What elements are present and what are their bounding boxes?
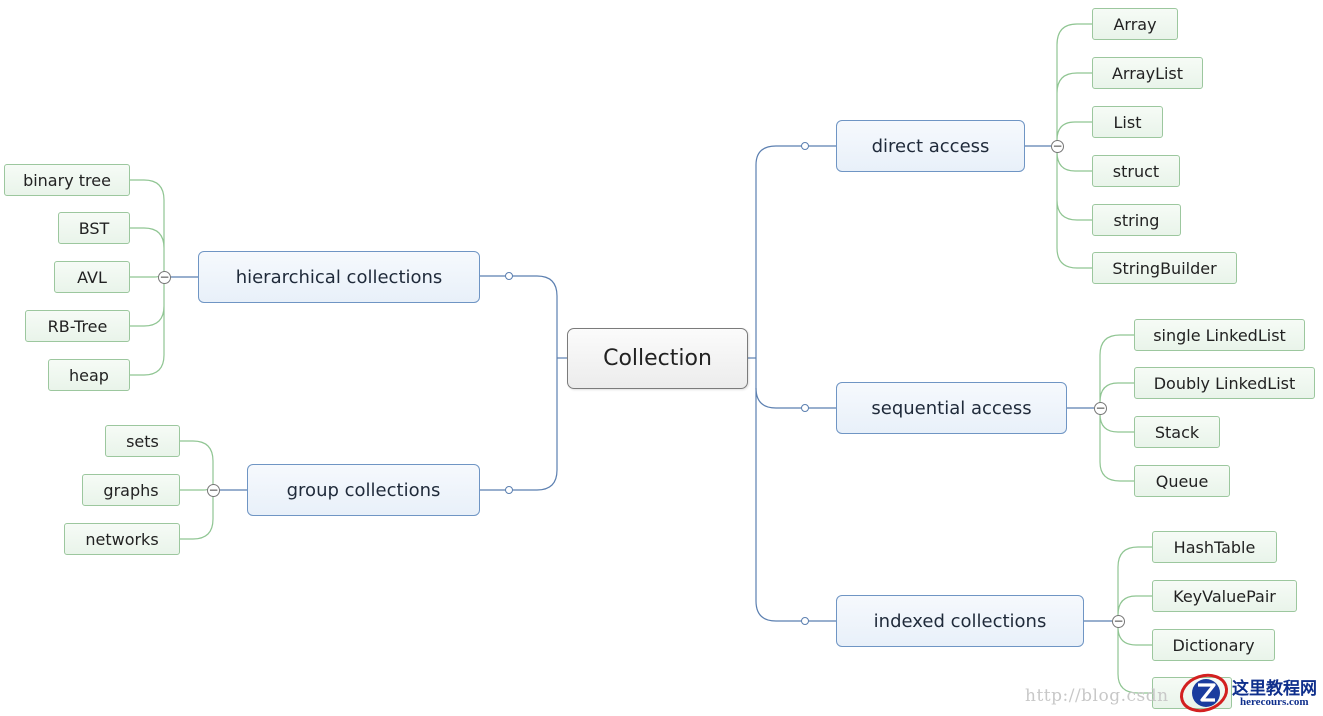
collapse-toggle-group[interactable]: −: [207, 483, 220, 497]
z-letter-logo-icon: [1180, 673, 1228, 713]
branch-group-collections[interactable]: group collections: [247, 464, 480, 516]
leaf-label: Array: [1113, 14, 1157, 34]
leaf-struct[interactable]: struct: [1092, 155, 1180, 187]
branch-label: sequential access: [871, 397, 1032, 419]
leaf-array[interactable]: Array: [1092, 8, 1178, 40]
leaf-binary-tree[interactable]: binary tree: [4, 164, 130, 196]
leaf-label: ArrayList: [1111, 63, 1184, 83]
branch-anchor-dot: [801, 617, 809, 625]
leaf-label: Stack: [1154, 422, 1200, 442]
collapse-toggle-direct-access[interactable]: −: [1051, 139, 1064, 153]
logo-chinese-text: 这里教程网: [1232, 679, 1317, 699]
leaf-stack[interactable]: Stack: [1134, 416, 1220, 448]
leaf-label: struct: [1112, 161, 1160, 181]
logo-url-text: herecours.com: [1240, 696, 1309, 708]
branch-anchor-dot: [505, 486, 513, 494]
leaf-hashtable[interactable]: HashTable: [1152, 531, 1277, 563]
connector-to-direct-access: [755, 145, 836, 166]
leaf-label: Dictionary: [1172, 635, 1255, 655]
leaf-sets[interactable]: sets: [105, 425, 180, 457]
leaf-label: single LinkedList: [1153, 325, 1286, 345]
leaf-label: graphs: [103, 480, 159, 500]
leaf-label: networks: [85, 529, 159, 549]
leaf-heap[interactable]: heap: [48, 359, 130, 391]
leaf-label: RB-Tree: [47, 316, 108, 336]
root-label: Collection: [603, 346, 712, 371]
leaf-doubly-linkedlist[interactable]: Doubly LinkedList: [1134, 367, 1315, 399]
leaf-avl[interactable]: AVL: [54, 261, 130, 293]
branch-hierarchical-collections[interactable]: hierarchical collections: [198, 251, 480, 303]
leaf-queue[interactable]: Queue: [1134, 465, 1230, 497]
branch-sequential-access[interactable]: sequential access: [836, 382, 1067, 434]
collapse-toggle-hierarchical[interactable]: −: [158, 270, 171, 284]
connector-to-hierarchical: [480, 275, 558, 297]
collapse-toggle-sequential-access[interactable]: −: [1094, 401, 1107, 415]
branch-direct-access[interactable]: direct access: [836, 120, 1025, 172]
leaf-single-linkedlist[interactable]: single LinkedList: [1134, 319, 1305, 351]
connector-to-group: [480, 469, 558, 491]
leaf-label: KeyValuePair: [1173, 586, 1276, 606]
branch-anchor-dot: [801, 142, 809, 150]
leaf-keyvaluepair[interactable]: KeyValuePair: [1152, 580, 1297, 612]
branch-anchor-dot: [801, 404, 809, 412]
leaf-list[interactable]: List: [1092, 106, 1163, 138]
branch-indexed-collections[interactable]: indexed collections: [836, 595, 1084, 647]
leaf-stringbuilder[interactable]: StringBuilder: [1092, 252, 1237, 284]
collapse-toggle-indexed-collections[interactable]: −: [1112, 614, 1125, 628]
leaf-graphs[interactable]: graphs: [82, 474, 180, 506]
site-logo: 这里教程网 herecours.com: [1178, 670, 1323, 716]
branch-anchor-dot: [505, 272, 513, 280]
leaf-string[interactable]: string: [1092, 204, 1181, 236]
leaf-label: heap: [69, 365, 109, 385]
leaf-label: AVL: [77, 267, 107, 287]
leaf-bst[interactable]: BST: [58, 212, 130, 244]
root-node-collection[interactable]: Collection: [567, 328, 748, 389]
leaf-label: string: [1113, 210, 1160, 230]
branch-label: group collections: [286, 479, 441, 501]
leaf-arraylist[interactable]: ArrayList: [1092, 57, 1203, 89]
branch-label: direct access: [871, 135, 990, 157]
watermark-text: http://blog.csdn: [1025, 686, 1169, 706]
leaf-label: Doubly LinkedList: [1153, 373, 1296, 393]
branch-label: indexed collections: [873, 610, 1047, 632]
leaf-label: HashTable: [1173, 537, 1256, 557]
leaf-label: sets: [126, 431, 159, 451]
leaf-dictionary[interactable]: Dictionary: [1152, 629, 1275, 661]
leaf-label: Queue: [1155, 471, 1209, 491]
leaf-label: StringBuilder: [1112, 258, 1217, 278]
leaf-label: List: [1113, 112, 1142, 132]
leaf-label: BST: [78, 218, 110, 238]
leaf-networks[interactable]: networks: [64, 523, 180, 555]
leaf-label: binary tree: [23, 170, 111, 190]
branch-label: hierarchical collections: [235, 266, 443, 288]
leaf-rb-tree[interactable]: RB-Tree: [25, 310, 130, 342]
connector-to-sequential-access: [755, 387, 836, 409]
connector-to-indexed-collections: [755, 600, 836, 622]
